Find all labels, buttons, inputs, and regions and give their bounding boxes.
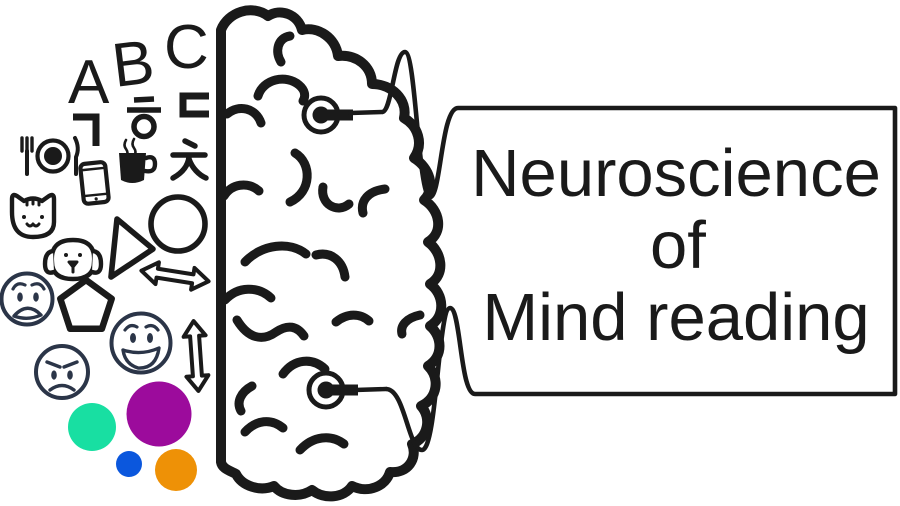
hangul-giyeok-icon xyxy=(73,113,100,146)
worried-face-icon xyxy=(0,271,55,327)
pictograms xyxy=(9,136,211,393)
orange-dot xyxy=(155,449,197,491)
electrodes xyxy=(301,95,389,410)
letter-b: B xyxy=(108,27,157,101)
hangul-letters xyxy=(73,92,209,181)
title-line-3: Mind reading xyxy=(482,280,869,355)
hangul-hieut-icon xyxy=(127,96,161,140)
pentagon-icon xyxy=(57,276,115,333)
hangul-digeut-icon xyxy=(179,92,209,118)
emotion-faces xyxy=(0,271,173,400)
brain-gyri-squiggles xyxy=(219,31,425,455)
electrode-bottom-icon xyxy=(306,370,389,410)
happy-face-icon xyxy=(109,311,173,375)
hangul-chieut-icon xyxy=(170,138,209,181)
smartphone-icon xyxy=(78,160,111,206)
blue-dot xyxy=(116,451,142,477)
purple-dot xyxy=(126,381,192,447)
triangle-shape-icon xyxy=(108,216,156,280)
angry-face-icon xyxy=(34,344,90,400)
title-line-2: of xyxy=(650,208,706,283)
left-right-arrow-icon xyxy=(139,260,211,292)
up-down-arrow-icon xyxy=(181,319,211,393)
circle-shape-icon xyxy=(148,194,208,254)
cat-face-icon xyxy=(9,192,57,240)
title-bubble-text: Neuroscience of Mind reading xyxy=(471,136,881,355)
brain-half-icon xyxy=(216,5,447,502)
coffee-cup-icon xyxy=(119,137,158,183)
electrode-top-icon xyxy=(301,95,385,135)
concept-dots xyxy=(68,381,197,491)
meal-plate-icon xyxy=(20,136,80,176)
letter-c: C xyxy=(164,13,209,82)
eeg-wave-and-bubble-outline xyxy=(380,49,898,453)
green-dot xyxy=(68,403,116,451)
title-line-1: Neuroscience xyxy=(471,136,881,211)
dog-face-icon xyxy=(42,237,104,282)
alphabet-letters: A B C xyxy=(68,13,209,117)
letter-a: A xyxy=(68,48,110,117)
